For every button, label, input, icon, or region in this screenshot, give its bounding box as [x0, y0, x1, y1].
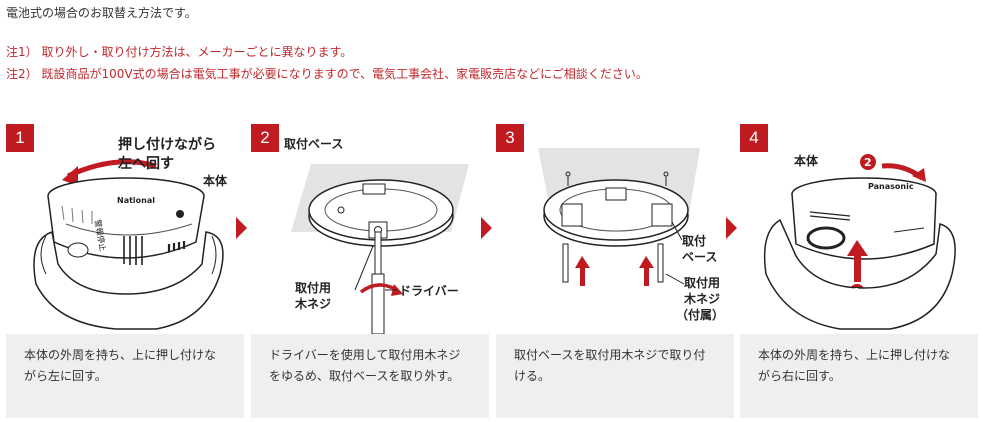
step-3-screw-label-line2: 木ネジ — [684, 292, 721, 306]
base-removal-illustration — [291, 164, 469, 334]
detector-removal-illustration — [33, 159, 224, 330]
step-3-illustration: 3 取付 ベース 取付用 木ネジ （付属） — [496, 124, 734, 334]
detector-install-illustration — [763, 154, 956, 330]
step-4-illustration: 4 本体 Panasonic 2 1 — [740, 124, 978, 334]
note-1: 注1） 取り外し・取り付け方法は、メーカーごとに異なります。 — [6, 45, 353, 59]
step-3-screw-label-line1: 取付用 — [684, 276, 721, 290]
step-2-illustration: 2 取付ベース 取付用 木ネジ ドライバー — [251, 124, 489, 334]
step-3-description: 取付ベースを取付用木ネジで取り付ける。 — [496, 334, 734, 418]
step-3: 3 取付 ベース 取付用 木ネジ （付属） 取付ベースを取付用木ネジで取り付ける… — [496, 124, 734, 418]
step-4: 4 本体 Panasonic 2 1 本体の外周を持ち、上に押し付けながら右に回… — [740, 124, 978, 418]
step-2-number: 2 — [251, 124, 279, 152]
step-1-illustration: 1 押し付けながら 左へ回す 本体 National 警報停止 — [6, 124, 244, 334]
step-arrow-2 — [481, 217, 492, 239]
step-4-badge-1: 1 — [853, 286, 861, 299]
step-1: 1 押し付けながら 左へ回す 本体 National 警報停止 本体の外周を持ち… — [6, 124, 244, 418]
step-4-brand: Panasonic — [868, 182, 914, 191]
intro-text: 電池式の場合のお取替え方法です。 — [6, 6, 197, 20]
step-3-number: 3 — [496, 124, 524, 152]
step-2-driver-label: ドライバー — [399, 284, 459, 298]
step-1-description: 本体の外周を持ち、上に押し付けながら左に回す。 — [6, 334, 244, 418]
step-4-number: 4 — [740, 124, 768, 152]
step-arrow-3 — [726, 217, 737, 239]
step-4-body-label: 本体 — [794, 154, 819, 168]
step-4-badge-2: 2 — [864, 156, 872, 169]
step-1-number: 1 — [6, 124, 34, 152]
step-2: 2 取付ベース 取付用 木ネジ ドライバー ドライバーを使用して取付用木ネジをゆ… — [251, 124, 489, 418]
step-4-description: 本体の外周を持ち、上に押し付けながら右に回す。 — [740, 334, 978, 418]
step-3-base-label-line1: 取付 — [682, 234, 707, 248]
base-mounting-illustration — [538, 148, 700, 286]
step-2-base-label: 取付ベース — [284, 137, 344, 151]
step-2-screw-label-line2: 木ネジ — [295, 297, 332, 311]
step-3-base-label-line2: ベース — [682, 250, 718, 264]
step-1-body-label: 本体 — [203, 174, 228, 188]
step-2-screw-label-line1: 取付用 — [295, 281, 332, 295]
step-1-brand: National — [117, 196, 155, 205]
step-2-description: ドライバーを使用して取付用木ネジをゆるめ、取付ベースを取り外す。 — [251, 334, 489, 418]
step-arrow-1 — [236, 217, 247, 239]
step-1-instruction-line2: 左へ回す — [118, 156, 174, 172]
note-2: 注2） 既設商品が100V式の場合は電気工事が必要になりますので、電気工事会社、… — [6, 67, 648, 81]
step-3-screw-label-line3: （付属） — [676, 308, 725, 322]
step-1-instruction-line1: 押し付けながら — [118, 137, 216, 153]
